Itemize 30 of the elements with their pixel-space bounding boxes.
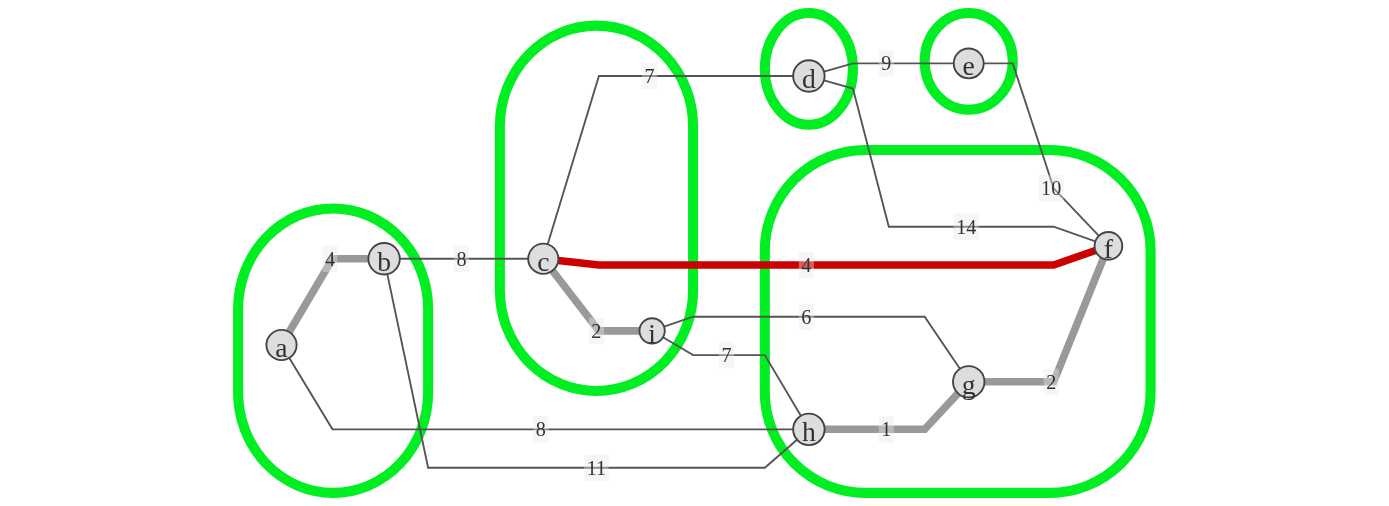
edge-label: 2 bbox=[591, 319, 602, 342]
edge-label: 11 bbox=[586, 456, 607, 479]
connector bbox=[558, 246, 1097, 269]
edge-label: 7 bbox=[644, 64, 655, 87]
node-circle: a bbox=[265, 329, 298, 362]
node-circle: d bbox=[792, 59, 826, 93]
edge-label: 8 bbox=[535, 418, 546, 441]
node-circle: g bbox=[952, 365, 986, 399]
node-circle: b bbox=[367, 242, 401, 276]
edge-label: 4 bbox=[325, 247, 336, 270]
node-circle: c bbox=[527, 242, 560, 275]
edge-label: 8 bbox=[456, 247, 467, 270]
connector bbox=[824, 390, 961, 434]
edge-label: 10 bbox=[1041, 177, 1062, 200]
node-circle: e bbox=[953, 47, 985, 80]
edge-label: 1 bbox=[881, 418, 892, 441]
edge-label: 2 bbox=[1046, 370, 1057, 393]
node-circle: i bbox=[638, 317, 666, 345]
node-circle: f bbox=[1093, 231, 1124, 261]
node-circle: h bbox=[792, 412, 826, 447]
edge-label: 6 bbox=[801, 305, 812, 328]
cluster bbox=[759, 144, 1156, 498]
edge-label: 7 bbox=[721, 344, 732, 367]
connector bbox=[386, 273, 799, 469]
connector bbox=[984, 257, 1107, 386]
edge-label: 9 bbox=[881, 52, 892, 75]
connector bbox=[286, 255, 369, 334]
connector bbox=[662, 336, 802, 417]
connector bbox=[549, 268, 640, 335]
edge-label: 14 bbox=[956, 215, 977, 238]
